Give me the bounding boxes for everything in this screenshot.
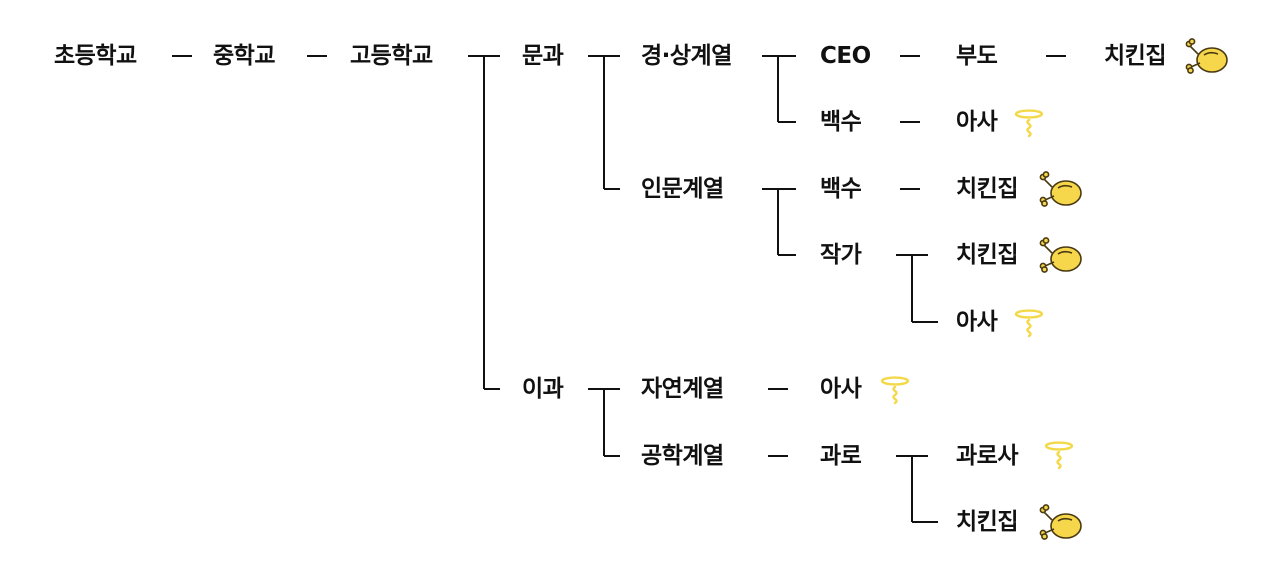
node-death-2: 아사 [956, 309, 998, 335]
node-humanities: 인문계열 [641, 176, 724, 202]
node-chicken-4: 치킨집 [956, 509, 1018, 535]
roast-chicken-icon [1039, 171, 1082, 207]
node-chicken-2: 치킨집 [956, 176, 1018, 202]
node-ceo: CEO [820, 43, 871, 69]
node-jobless-1: 백수 [820, 109, 862, 135]
node-jobless-2: 백수 [820, 176, 862, 202]
node-elementary-school: 초등학교 [54, 43, 137, 69]
node-natural-science: 자연계열 [641, 376, 724, 402]
node-chicken-3: 치킨집 [956, 242, 1018, 268]
node-high-school: 고등학교 [350, 43, 433, 69]
node-writer: 작가 [820, 242, 862, 268]
node-engineering: 공학계열 [641, 443, 724, 469]
roast-chicken-icon [1185, 38, 1228, 74]
node-chicken-1: 치킨집 [1104, 43, 1166, 69]
node-overwork: 과로 [820, 443, 862, 469]
node-overwork-death: 과로사 [956, 443, 1018, 469]
roast-chicken-icon [1039, 504, 1082, 540]
angel-halo-icon [880, 376, 910, 405]
node-middle-school: 중학교 [213, 43, 275, 69]
node-death-1: 아사 [956, 109, 998, 135]
node-liberal-arts: 문과 [522, 43, 564, 69]
angel-halo-icon [1044, 441, 1074, 470]
node-science: 이과 [522, 376, 564, 402]
angel-halo-icon [1014, 109, 1044, 138]
node-death-3: 아사 [820, 376, 862, 402]
angel-halo-icon [1014, 309, 1044, 338]
roast-chicken-icon [1039, 237, 1082, 273]
node-business: 경·상계열 [641, 43, 732, 69]
node-rich: 부도 [956, 43, 998, 69]
